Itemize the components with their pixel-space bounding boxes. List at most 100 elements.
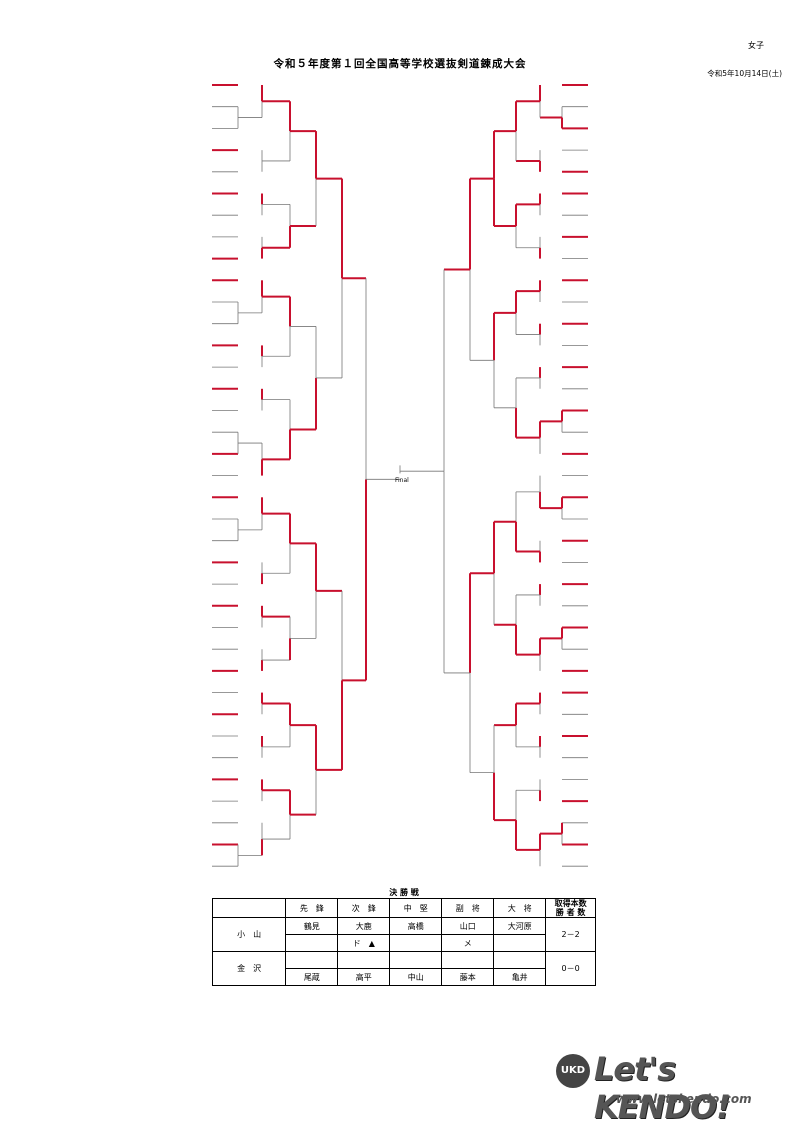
team-row xyxy=(588,274,788,286)
team-a-player-4: 山口 xyxy=(441,917,495,935)
team-row xyxy=(86,209,210,221)
gender-label: 女子 xyxy=(748,41,764,50)
position-2: 次 鋒 xyxy=(337,898,391,918)
team-row xyxy=(588,752,788,764)
team-row xyxy=(588,665,788,677)
team-row xyxy=(86,470,210,482)
team-row xyxy=(588,361,788,373)
team-row xyxy=(588,426,788,438)
team-row xyxy=(588,144,788,156)
team-row xyxy=(588,296,788,308)
final-label: Final xyxy=(395,477,409,485)
team-row xyxy=(588,708,788,720)
team-a-mark-2: ド ▲ xyxy=(337,934,391,952)
team-row xyxy=(86,643,210,655)
team-row xyxy=(588,643,788,655)
team-row xyxy=(86,513,210,525)
final-match-table: 決 勝 戦 先 鋒 次 鋒 中 堅 副 将 大 将 取得本数勝 者 数 小 山 … xyxy=(211,886,596,986)
team-a-player-3: 高橋 xyxy=(389,917,443,935)
team-row xyxy=(588,405,788,417)
team-row xyxy=(588,339,788,351)
team-row xyxy=(588,166,788,178)
team-row xyxy=(588,253,788,265)
team-row xyxy=(86,535,210,547)
result-header-1: 取得本数 xyxy=(554,899,587,908)
team-row xyxy=(86,448,210,460)
team-row xyxy=(86,491,210,503)
team-row xyxy=(588,860,788,872)
team-row xyxy=(588,209,788,221)
team-row xyxy=(588,448,788,460)
team-row xyxy=(86,773,210,785)
team-b-mark-3 xyxy=(389,951,443,969)
team-row xyxy=(588,600,788,612)
team-row xyxy=(86,730,210,742)
team-b-result: 0－0 xyxy=(545,951,596,986)
team-row xyxy=(86,188,210,200)
team-row xyxy=(86,817,210,829)
team-a-player-2: 大鹿 xyxy=(337,917,391,935)
team-b-player-4: 藤本 xyxy=(441,968,495,986)
team-a-mark-4: メ xyxy=(441,934,495,952)
team-b-mark-5 xyxy=(493,951,547,969)
team-row xyxy=(86,79,210,91)
logo-text: Let's KENDO! xyxy=(594,1050,731,1126)
team-row xyxy=(588,817,788,829)
team-b-mark-4 xyxy=(441,951,495,969)
team-row xyxy=(588,622,788,634)
position-1: 先 鋒 xyxy=(285,898,339,918)
team-row xyxy=(86,274,210,286)
team-row xyxy=(588,556,788,568)
team-row xyxy=(588,535,788,547)
team-row xyxy=(86,383,210,395)
team-row xyxy=(588,188,788,200)
team-row xyxy=(86,622,210,634)
team-row xyxy=(588,491,788,503)
team-row xyxy=(86,231,210,243)
team-row xyxy=(588,79,788,91)
team-a-mark-3 xyxy=(389,934,443,952)
event-date: 令和5年10月14日(土) xyxy=(707,69,782,78)
team-row xyxy=(86,600,210,612)
team-a-result: 2－2 xyxy=(545,917,596,952)
team-b-name: 金 沢 xyxy=(211,951,287,986)
team-row xyxy=(86,708,210,720)
team-row xyxy=(86,101,210,113)
team-row xyxy=(86,860,210,872)
team-row xyxy=(86,752,210,764)
team-a-mark-1 xyxy=(285,934,339,952)
team-row xyxy=(588,513,788,525)
team-row xyxy=(588,730,788,742)
position-4: 副 将 xyxy=(441,898,495,918)
team-row xyxy=(86,253,210,265)
result-header: 取得本数勝 者 数 xyxy=(545,898,596,918)
logo-url: www.letskendo.com xyxy=(616,1092,752,1106)
team-row xyxy=(86,318,210,330)
team-row xyxy=(86,665,210,677)
result-header-2: 勝 者 数 xyxy=(555,908,586,917)
final-caption: 決 勝 戦 xyxy=(389,887,419,897)
team-row xyxy=(86,578,210,590)
team-b-player-3: 中山 xyxy=(389,968,443,986)
team-row xyxy=(86,795,210,807)
team-row xyxy=(588,101,788,113)
team-a-player-5: 大河原 xyxy=(493,917,547,935)
logo-badge: UKD xyxy=(556,1054,590,1088)
team-row xyxy=(86,361,210,373)
team-b-player-5: 亀井 xyxy=(493,968,547,986)
team-row xyxy=(588,470,788,482)
letskendo-logo: UKD Let's KENDO! www.letskendo.com xyxy=(556,1040,786,1126)
team-a-mark-5 xyxy=(493,934,547,952)
team-b-player-2: 高平 xyxy=(337,968,391,986)
team-row xyxy=(86,122,210,134)
page-title: 令和５年度第１回全国高等学校選抜剣道錬成大会 xyxy=(273,58,527,70)
team-row xyxy=(86,296,210,308)
team-row xyxy=(86,166,210,178)
team-row xyxy=(588,318,788,330)
team-row xyxy=(588,687,788,699)
team-row xyxy=(86,426,210,438)
team-row xyxy=(86,339,210,351)
team-row xyxy=(588,231,788,243)
team-row xyxy=(588,383,788,395)
